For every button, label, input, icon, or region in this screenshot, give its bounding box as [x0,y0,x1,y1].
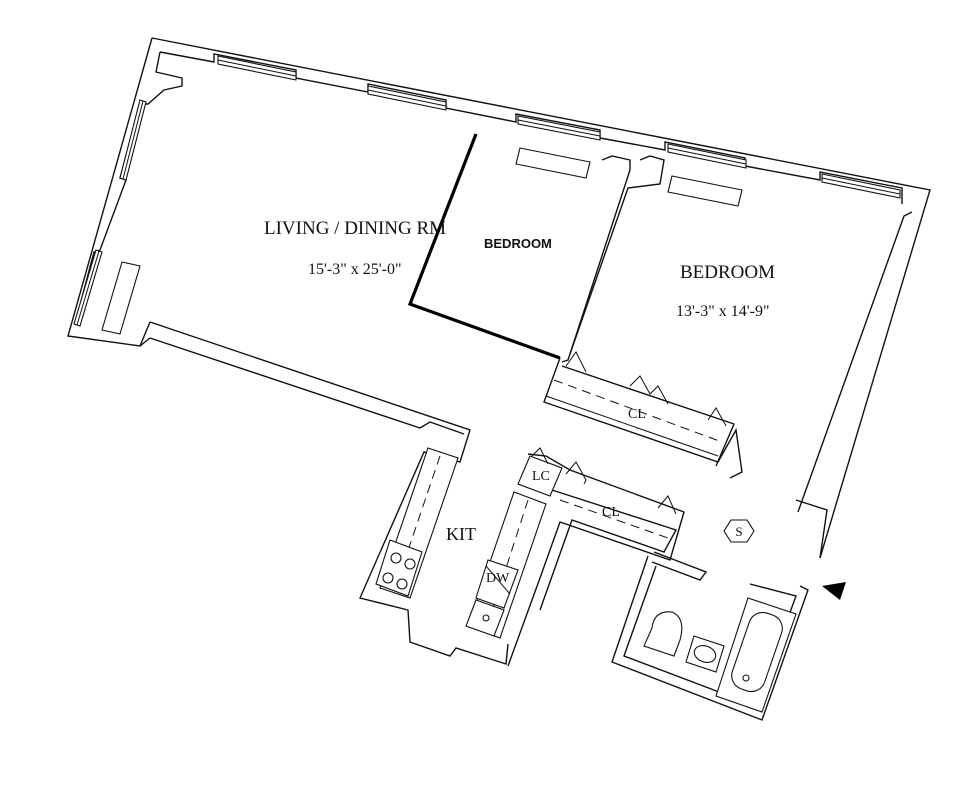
kitchen-name: KIT [446,524,476,544]
door-swing-1 [565,351,587,373]
partition-wall [407,133,561,360]
radiator-2 [667,175,743,207]
kitchen-fixtures [375,447,547,639]
radiator-3 [101,261,141,335]
door-swing-6 [531,447,549,465]
doors [531,351,727,515]
radiator-1 [515,147,591,179]
bathroom-wall [611,555,809,721]
hall-wall-lower [651,551,708,581]
door-swing-4 [565,461,587,485]
shaft-symbol: S [723,519,755,543]
inner-wall-right [797,211,913,513]
hall-closet-wall [507,453,685,667]
burner-4 [396,578,408,590]
linen-closet-label: LC [532,469,550,484]
shaft-label: S [735,524,742,539]
bedroom-divider-wall-b [569,155,665,355]
bedroom-closet-label: CL [628,407,646,422]
bedroom-closet-front [561,365,735,467]
dishwasher [475,559,519,609]
bathroom-fixtures [643,597,797,713]
door-swing-5 [657,495,677,515]
closet-rod-hall [559,499,669,539]
large-bedroom-name: BEDROOM [680,262,775,283]
door-swing-3 [707,407,727,427]
living-south-wall-inner [149,337,465,435]
outer-wall-left [67,37,153,347]
living-wall-corner [139,337,151,347]
dishwasher-label: DW [486,571,510,586]
linen-closet [517,455,563,497]
door-swing-2 [629,375,669,405]
living-room-dims: 15'-3" x 25'-0" [308,261,401,278]
bathtub-inner [731,611,783,693]
large-bedroom-dims: 13'-3" x 14'-9" [676,303,769,320]
shaft-hexagon [723,519,755,543]
entry-arrow-icon [822,582,846,600]
burner-3 [382,572,394,584]
hall-closet-front [539,489,678,611]
bedroom-closet-wall [543,357,743,479]
tub-drain [742,674,750,682]
lavatory-basin [693,645,717,663]
outer-wall-top [151,37,931,559]
toilet [643,611,683,657]
living-south-wall [149,321,509,665]
bedroom-divider-wall [561,155,631,363]
cabinet-line-left [395,455,441,587]
radiators [101,147,743,335]
living-room-name: LIVING / DINING RM [264,218,446,239]
windows [73,55,901,327]
burner-1 [390,552,402,564]
sink-drain [482,614,490,622]
burner-2 [404,558,416,570]
hall-closet-label: CL [602,505,620,520]
small-bedroom-name: BEDROOM [484,236,552,251]
